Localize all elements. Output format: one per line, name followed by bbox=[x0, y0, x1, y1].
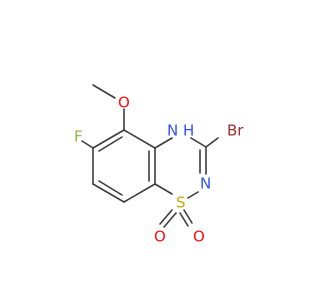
bonds bbox=[81, 84, 219, 228]
bond-s-o-right-b bbox=[183, 209, 193, 224]
bond-c8-c7-inner bbox=[98, 180, 123, 196]
molecule-canvas: Br N H N S O O O F bbox=[74, 84, 245, 246]
atom-bromine: Br bbox=[227, 122, 244, 140]
atom-labels: Br N H N S O O O F bbox=[74, 94, 244, 246]
bond-c6-f bbox=[81, 140, 94, 149]
atom-nitrogen: N bbox=[200, 175, 211, 193]
bond-s-o-right-a bbox=[179, 212, 189, 227]
atom-nitrogen-h-n: N bbox=[167, 122, 178, 140]
bond-c3-br bbox=[205, 137, 219, 148]
atom-nitrogen-h-h: H bbox=[183, 122, 194, 140]
bond-c6-c5 bbox=[92, 129, 125, 149]
bond-c6-c5-inner bbox=[98, 136, 123, 152]
atom-sulfur: S bbox=[176, 194, 186, 212]
bond-c4a-n4 bbox=[154, 137, 173, 149]
bond-c8a-s1 bbox=[154, 183, 173, 195]
bond-c8-c7 bbox=[92, 183, 125, 203]
bond-n4-c3 bbox=[190, 137, 207, 148]
bond-s-o-left-b bbox=[163, 212, 177, 228]
bond-n2-s1 bbox=[187, 191, 199, 199]
molecule-structure: Br N H N S O O O F bbox=[74, 84, 244, 246]
bond-c4a-c5 bbox=[123, 129, 156, 149]
bond-o-ch3 bbox=[92, 84, 116, 99]
bond-s-o-left-a bbox=[159, 209, 173, 225]
atom-oxygen-methoxy: O bbox=[118, 94, 130, 112]
bond-c8a-c8 bbox=[123, 183, 156, 203]
atom-fluorine: F bbox=[74, 128, 83, 146]
atom-oxygen-sulfonyl-right: O bbox=[193, 228, 205, 246]
atom-oxygen-sulfonyl-left: O bbox=[154, 228, 166, 246]
